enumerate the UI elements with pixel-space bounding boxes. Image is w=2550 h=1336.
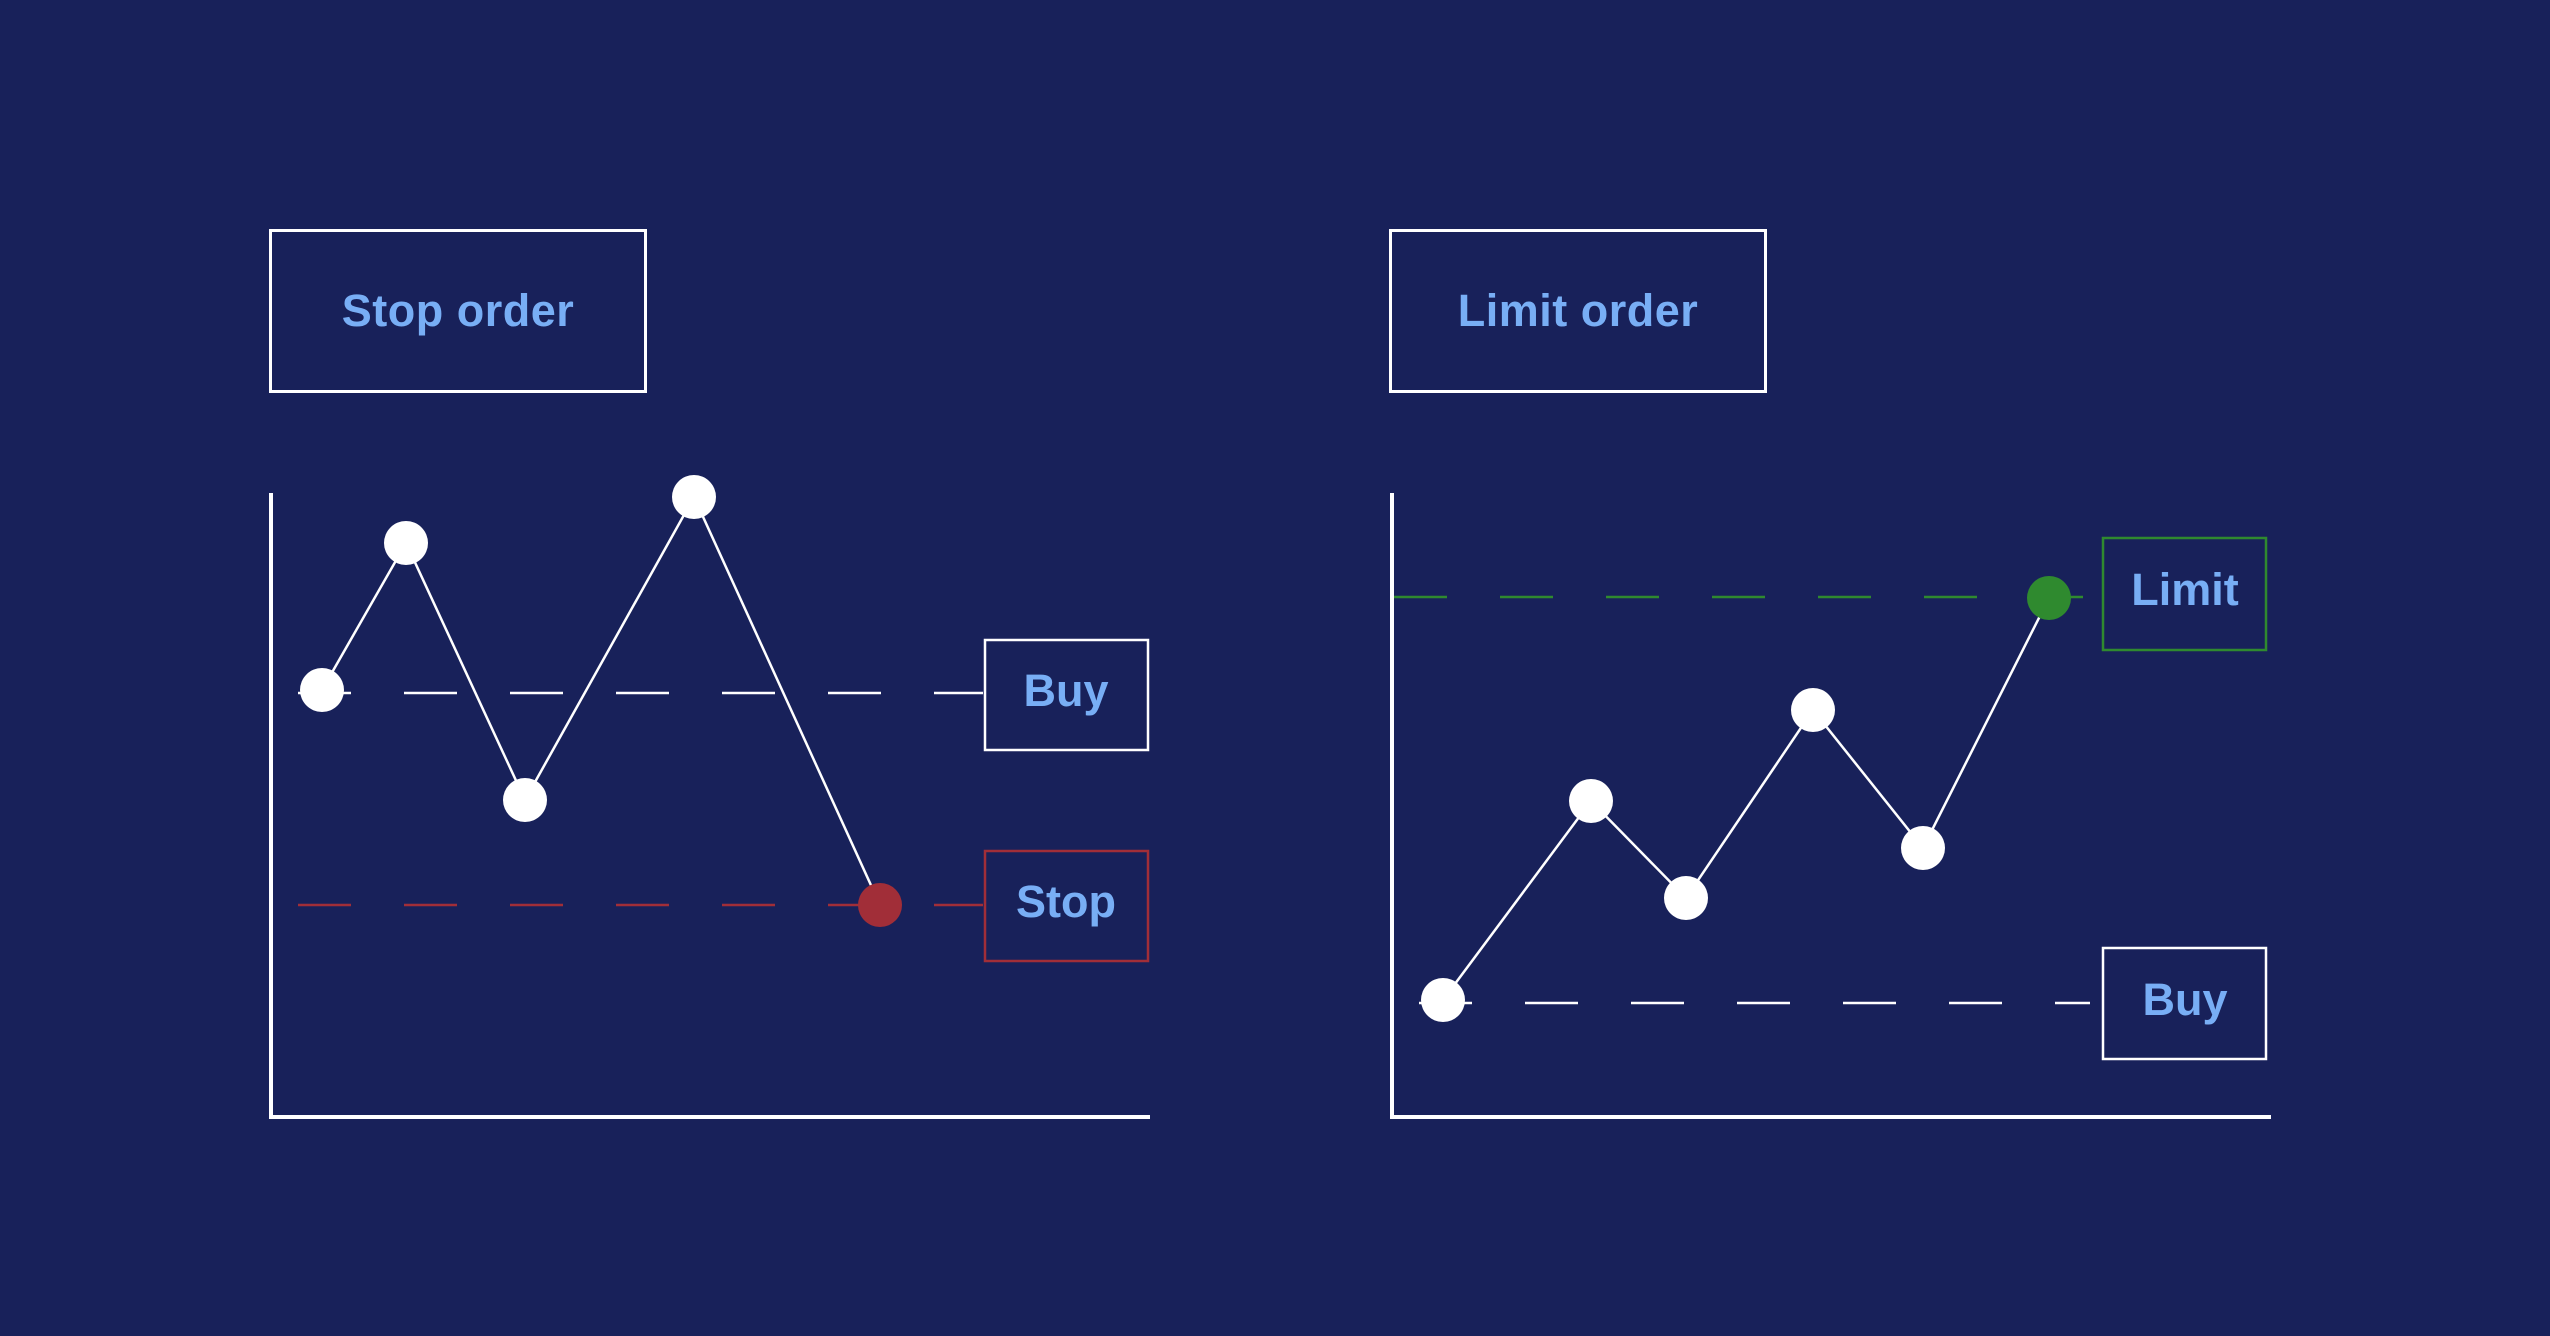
stop-buy-label: Buy: [1023, 665, 1108, 716]
stop-price-point: [300, 668, 344, 712]
limit-order-chart: Limit Buy: [1390, 493, 2271, 1119]
stop-order-title: Stop order: [269, 229, 647, 393]
stop-buy-label-box: [983, 638, 1150, 752]
limit-price-point: [1664, 876, 1708, 920]
limit-buy-label: Buy: [2142, 974, 2227, 1025]
limit-price-point: [1421, 978, 1465, 1022]
stop-order-title-text: Stop order: [341, 285, 575, 336]
limit-buy-label-box: [2101, 946, 2268, 1061]
stop-trigger-point: [858, 883, 902, 927]
limit-price-path: [1441, 597, 2051, 1001]
stop-price-point: [384, 521, 428, 565]
stop-price-point: [672, 475, 716, 519]
limit-price-point: [1569, 779, 1613, 823]
stop-stop-label: Stop: [1016, 876, 1116, 927]
limit-price-point: [1791, 688, 1835, 732]
stop-stop-label-box: [983, 849, 1150, 963]
limit-price-point: [1901, 826, 1945, 870]
limit-order-title-text: Limit order: [1457, 285, 1699, 336]
stop-price-point: [503, 778, 547, 822]
stop-order-chart: Buy Stop: [269, 475, 1150, 1119]
limit-order-title: Limit order: [1389, 229, 1767, 393]
limit-limit-label: Limit: [2131, 564, 2239, 615]
limit-trigger-point: [2027, 576, 2071, 620]
limit-limit-label-box: [2101, 536, 2268, 652]
